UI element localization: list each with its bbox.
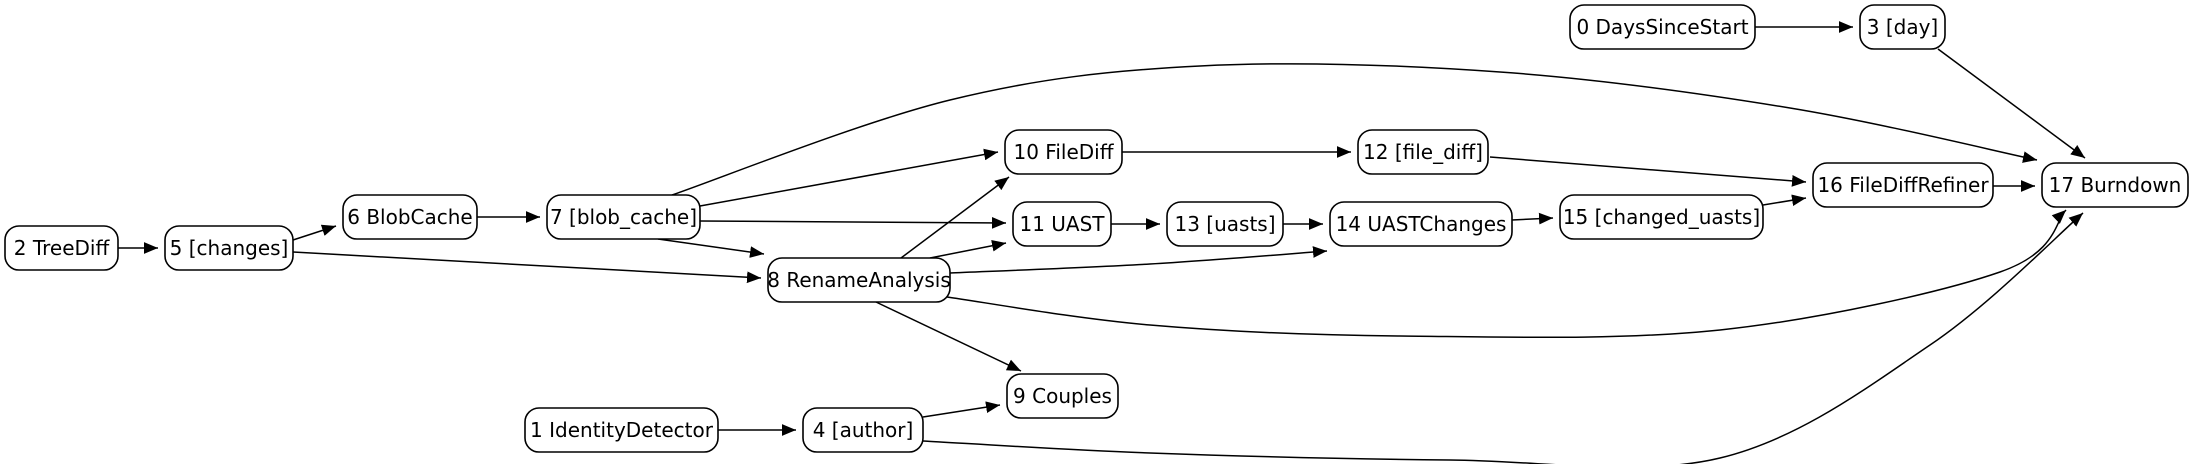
node-label: 14 UASTChanges <box>1336 212 1507 236</box>
edge-3-to-17 <box>1937 48 2086 159</box>
node-9-couples: 9 Couples <box>1006 373 1119 419</box>
node-box <box>342 194 478 240</box>
edge-4-to-9 <box>922 401 1001 418</box>
node-box <box>4 225 119 271</box>
node-label: 12 [file_diff] <box>1363 140 1483 164</box>
node-box <box>1569 4 1756 50</box>
edge-12-to-16 <box>1489 156 1807 187</box>
node-label: 10 FileDiff <box>1013 140 1114 164</box>
node-7-blob-cache: 7 [blob_cache] <box>546 194 701 240</box>
node-box <box>164 225 294 271</box>
edge-7-to-10 <box>699 148 999 207</box>
node-label: 13 [uasts] <box>1174 212 1275 236</box>
node-box <box>1006 373 1119 419</box>
node-box <box>1004 129 1123 175</box>
node-box <box>1012 201 1112 247</box>
node-box <box>2041 162 2189 208</box>
node-box <box>1559 194 1764 240</box>
edge-7-to-11 <box>699 217 1007 229</box>
node-label: 5 [changes] <box>170 236 289 260</box>
edge-4-to-17 <box>922 212 2084 464</box>
node-16-filediffrefiner: 16 FileDiffRefiner <box>1812 162 1994 208</box>
node-11-uast: 11 UAST <box>1012 201 1112 247</box>
node-box <box>1166 201 1284 247</box>
node-label: 0 DaysSinceStart <box>1576 15 1748 39</box>
node-box <box>1329 201 1513 247</box>
node-1-identitydetector: 1 IdentityDetector <box>524 407 719 453</box>
node-15-changed-uasts: 15 [changed_uasts] <box>1559 194 1764 240</box>
node-8-renameanalysis: 8 RenameAnalysis <box>767 257 951 303</box>
node-12-file-diff: 12 [file_diff] <box>1357 129 1489 175</box>
node-17-burndown: 17 Burndown <box>2041 162 2189 208</box>
node-13-uasts: 13 [uasts] <box>1166 201 1284 247</box>
edge-5-to-6 <box>292 224 337 241</box>
edge-7-to-8 <box>657 238 765 258</box>
node-label: 16 FileDiffRefiner <box>1817 173 1989 197</box>
edge-8-to-17 <box>946 209 2067 339</box>
node-box <box>524 407 719 453</box>
edge-5-to-8 <box>292 251 762 284</box>
node-label: 4 [author] <box>813 418 914 442</box>
edge-8-to-10 <box>900 176 1010 259</box>
node-label: 17 Burndown <box>2049 173 2182 197</box>
edge-15-to-16 <box>1762 194 1807 207</box>
edge-8-to-14 <box>949 246 1328 274</box>
node-label: 15 [changed_uasts] <box>1563 205 1760 229</box>
node-box <box>1812 162 1994 208</box>
node-label: 9 Couples <box>1013 384 1112 408</box>
node-label: 11 UAST <box>1019 212 1105 236</box>
node-label: 6 BlobCache <box>347 205 473 229</box>
node-label: 1 IdentityDetector <box>530 418 714 442</box>
node-10-filediff: 10 FileDiff <box>1004 129 1123 175</box>
node-label: 7 [blob_cache] <box>550 205 697 229</box>
node-label: 3 [day] <box>1867 15 1938 39</box>
node-box <box>546 194 701 240</box>
node-box <box>1859 4 1946 50</box>
node-box <box>802 407 924 453</box>
node-2-treediff: 2 TreeDiff <box>4 225 119 271</box>
edge-8-to-9 <box>875 301 1022 372</box>
node-label: 8 RenameAnalysis <box>767 268 951 292</box>
node-14-uastchanges: 14 UASTChanges <box>1329 201 1513 247</box>
edge-7-to-17 <box>671 63 2038 196</box>
edge-8-to-11 <box>929 239 1007 259</box>
node-box <box>1357 129 1489 175</box>
node-0-dayssincestart: 0 DaysSinceStart <box>1569 4 1756 50</box>
node-label: 2 TreeDiff <box>14 236 111 260</box>
edge-14-to-15 <box>1511 212 1554 225</box>
node-6-blobcache: 6 BlobCache <box>342 194 478 240</box>
node-4-author: 4 [author] <box>802 407 924 453</box>
node-box <box>767 257 951 303</box>
node-5-changes: 5 [changes] <box>164 225 294 271</box>
node-3-day: 3 [day] <box>1859 4 1946 50</box>
